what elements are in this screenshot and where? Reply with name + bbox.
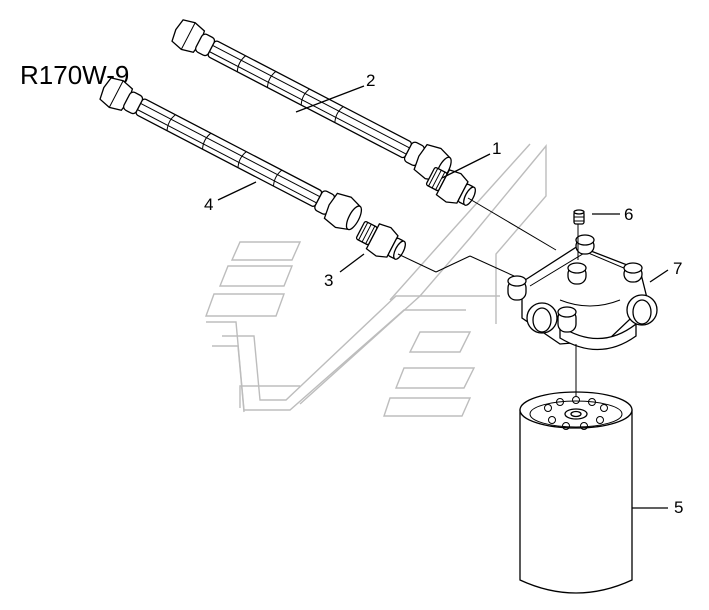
callout-3: 3 bbox=[324, 271, 333, 290]
hose-upper bbox=[171, 19, 452, 182]
assembly-lines bbox=[397, 197, 579, 396]
adapter-fitting-lower bbox=[355, 221, 406, 260]
hose-lower bbox=[99, 77, 363, 231]
callout-4: 4 bbox=[204, 195, 213, 214]
filter-cartridge bbox=[519, 391, 633, 594]
callout-6: 6 bbox=[624, 205, 633, 224]
callout-2: 2 bbox=[366, 71, 375, 90]
callout-7: 7 bbox=[673, 259, 682, 278]
filter-head bbox=[507, 234, 658, 351]
plug-screw bbox=[573, 209, 585, 225]
adapter-fitting-upper bbox=[425, 167, 476, 206]
callout-1: 1 bbox=[492, 139, 501, 158]
filter-holes bbox=[544, 396, 608, 430]
watermark-logo bbox=[205, 143, 547, 417]
callout-5: 5 bbox=[674, 498, 683, 517]
callout-leaders bbox=[217, 85, 669, 509]
